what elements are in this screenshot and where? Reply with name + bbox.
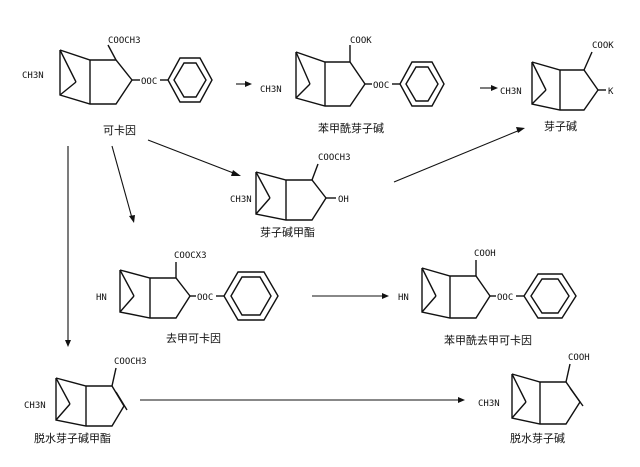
anhydroecgonine-name: 脱水芽子碱 (510, 431, 565, 445)
benzoylecgonine-ooc-label: OOC (373, 81, 389, 91)
benzoylnor-cooh-label: COOH (474, 249, 496, 259)
benzene-ring (223, 271, 279, 321)
cocaine-cooch3-label: COOCH3 (108, 36, 141, 46)
benzene-ring (399, 61, 445, 107)
anhydro-ch3n-label: CH3N (478, 399, 500, 409)
anhydro-cooh-label: COOH (568, 353, 590, 363)
arrow-cocaine-to-benzoylecgonine (236, 81, 252, 87)
structure-benzoylecgonine: COOK OOC CH3N 苯甲酰芽子碱 (260, 36, 445, 135)
structure-ecgonine: COOK K CH3N 芽子碱 (500, 41, 614, 133)
benzene-ring (167, 57, 213, 103)
cocaine-name: 可卡因 (103, 124, 136, 137)
cocaine-ooc-label: OOC (141, 77, 157, 87)
ecgonine-name: 芽子碱 (544, 119, 577, 133)
methyl-ester-oh-label: OH (338, 195, 349, 205)
benzoylnor-hn-label: HN (398, 293, 409, 303)
methyl-ester-ch3n-label: CH3N (230, 195, 252, 205)
arrows (65, 81, 525, 403)
anhydro-ester-ch3n-label: CH3N (24, 401, 46, 411)
norcocaine-coocx3-label: COOCX3 (174, 251, 207, 261)
cocaine-ch3n-label: CH3N (22, 71, 44, 81)
structure-ecgonine-methyl-ester: COOCH3 OH CH3N 芽子碱甲酯 (230, 153, 351, 239)
structure-anhydroecgonine-methyl-ester: COOCH3 CH3N 脱水芽子碱甲酯 (24, 357, 147, 445)
structure-anhydroecgonine: COOH CH3N 脱水芽子碱 (478, 353, 590, 445)
benzoylecgonine-name: 苯甲酰芽子碱 (318, 121, 384, 135)
benzoylecgonine-ch3n-label: CH3N (260, 85, 282, 95)
arrow-cocaine-to-anhydro-ester (65, 146, 71, 347)
norcocaine-name: 去甲可卡因 (166, 332, 221, 345)
methyl-ester-cooch3-label: COOCH3 (318, 153, 351, 163)
anhydroecgonine-methyl-ester-name: 脱水芽子碱甲酯 (34, 431, 111, 445)
arrow-anhydro-ester-to-anhydroecgonine (140, 397, 465, 403)
ecgonine-k-label: K (608, 87, 614, 97)
benzoylecgonine-cook-label: COOK (350, 36, 372, 46)
benzene-ring (523, 273, 577, 319)
arrow-norcocaine-to-benzoylnor (312, 293, 389, 299)
arrow-cocaine-to-norcocaine (111, 145, 135, 223)
anhydro-ester-cooch3-label: COOCH3 (114, 357, 147, 367)
arrow-benzoylecgonine-to-ecgonine (480, 85, 498, 91)
benzoylnorecgonine-name: 苯甲酰去甲可卡因 (444, 333, 532, 347)
benzoylnor-ooc-label: OOC (497, 293, 513, 303)
ecgonine-cook-label: COOK (592, 41, 614, 51)
norcocaine-hn-label: HN (96, 293, 107, 303)
ecgonine-ch3n-label: CH3N (500, 87, 522, 97)
structure-benzoylnorecgonine: COOH OOC HN 苯甲酰去甲可卡因 (398, 249, 577, 347)
norcocaine-ooc-label: OOC (197, 293, 213, 303)
ecgonine-methyl-ester-name: 芽子碱甲酯 (260, 225, 315, 239)
structure-norcocaine: COOCX3 OOC HN 去甲可卡因 (96, 251, 279, 345)
arrow-methyl-ester-to-ecgonine (393, 127, 525, 183)
arrow-cocaine-to-ecgonine-methyl-ester (147, 139, 241, 176)
structure-cocaine: COOCH3 OOC CH3N 可卡因 (22, 36, 213, 137)
